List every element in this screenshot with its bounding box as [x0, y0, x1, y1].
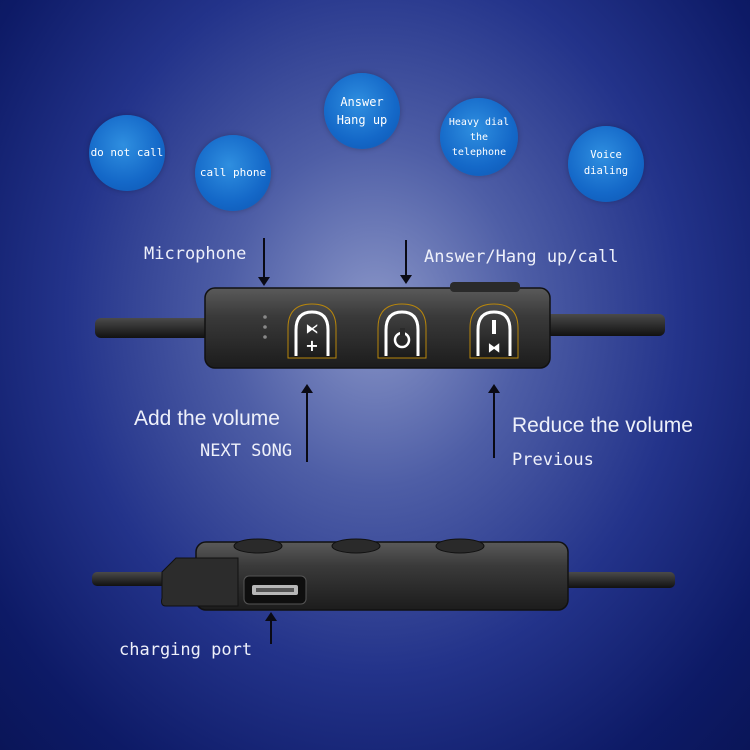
microphone-hole — [263, 315, 267, 319]
top-right-cable — [545, 314, 665, 336]
add-volume-label: Add the volume — [134, 407, 280, 430]
svg-text:⧓: ⧓ — [488, 341, 501, 356]
reduce-volume-arrow — [488, 384, 500, 458]
volume-up-next-button[interactable]: ⧔ + — [287, 303, 337, 359]
bottom-right-cable — [560, 572, 675, 588]
top-left-cable — [95, 318, 215, 338]
voice-dialing-bubble: Voice dialing — [568, 126, 644, 202]
answer-hang-up-call-label: Answer/Hang up/call — [424, 247, 619, 267]
volume-down-previous-button[interactable]: ⧓ — [469, 303, 519, 359]
call-phone-bubble: call phone — [195, 135, 271, 211]
bottom-remote-control — [161, 538, 569, 611]
svg-text:⧔: ⧔ — [306, 322, 319, 337]
charging-port-icon[interactable] — [243, 575, 307, 605]
do-not-call-bubble: do not call — [89, 115, 165, 191]
next-song-label: NEXT SONG — [200, 441, 293, 461]
microphone-label: Microphone — [144, 244, 247, 264]
microphone-arrow — [258, 238, 270, 286]
previous-label: Previous — [512, 450, 594, 470]
answer-arrow — [400, 240, 412, 284]
answer-hangup-button[interactable] — [377, 303, 427, 359]
top-remote-control: ⧔ + ⧓ — [204, 282, 551, 369]
svg-text:+: + — [305, 336, 318, 355]
charging-port-arrow — [265, 612, 277, 644]
charging-port-label: charging port — [119, 640, 253, 660]
reduce-volume-label: Reduce the volume — [512, 414, 693, 437]
add-volume-arrow — [301, 384, 313, 462]
